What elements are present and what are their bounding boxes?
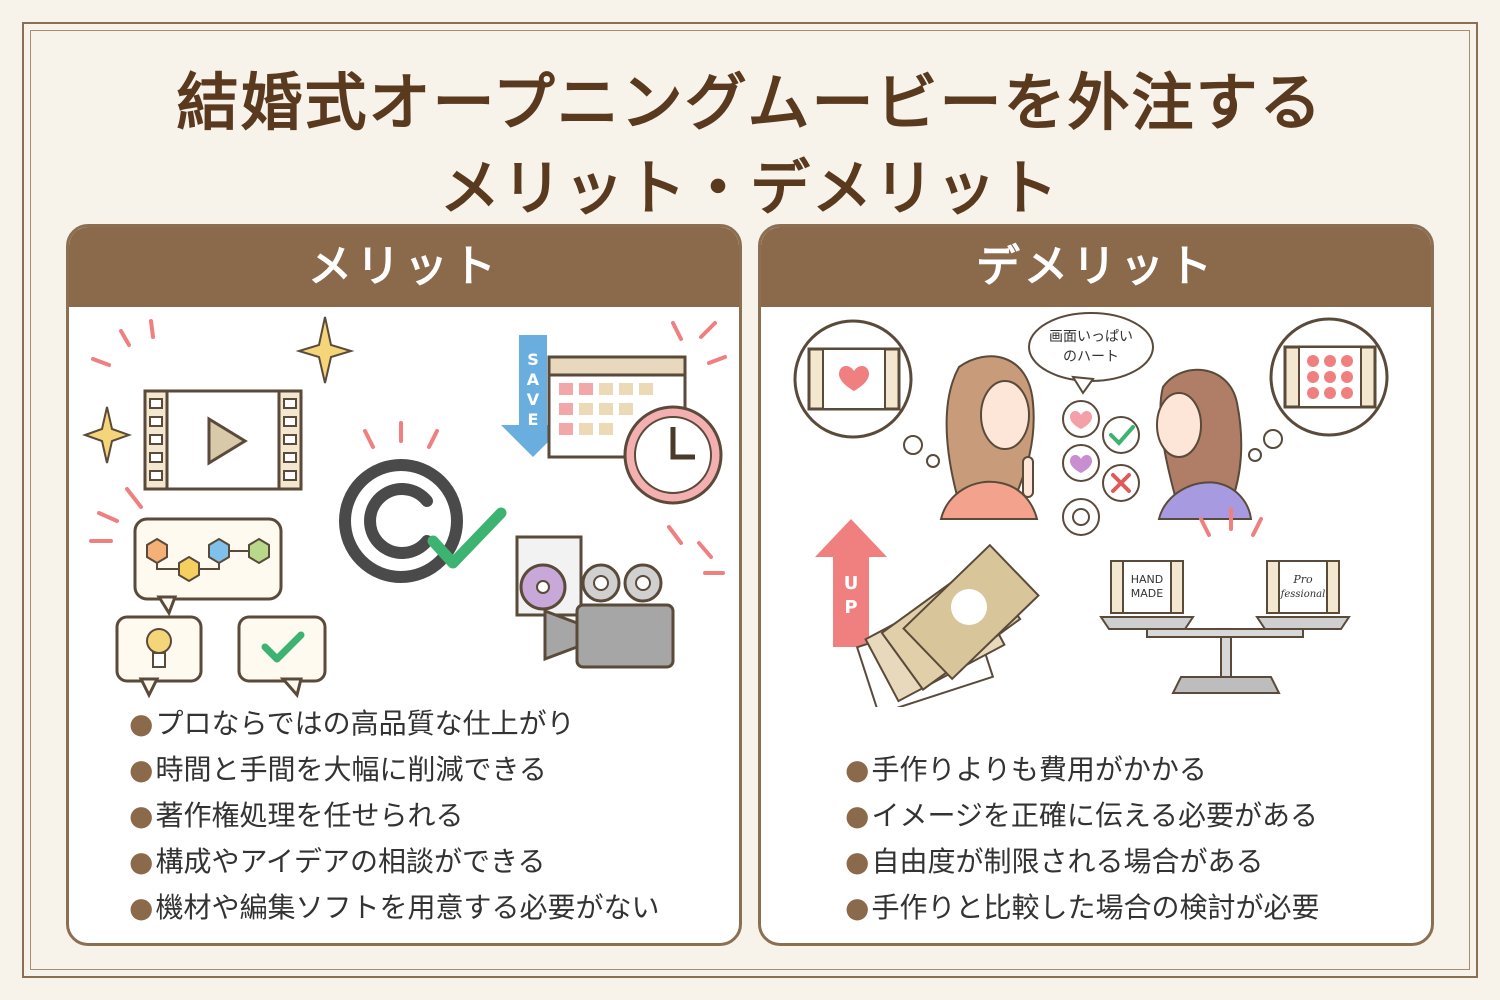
woman-right-illustration xyxy=(1156,368,1253,520)
video-film-icon xyxy=(143,389,303,491)
emphasis-rays xyxy=(1199,507,1263,537)
flowchart-bubble-icon xyxy=(133,517,283,617)
speech-text: 画面いっぱい xyxy=(1049,329,1133,345)
handmade-text: MADE xyxy=(1131,587,1163,600)
demerit-item: 手作りよりも費用がかかる xyxy=(845,747,1319,793)
save-letter: A xyxy=(527,370,540,389)
lightbulb-bubble-icon xyxy=(115,615,203,699)
merit-item: 機材や編集ソフトを用意する必要がない xyxy=(129,885,659,931)
cost-up-arrow-icon: U P xyxy=(815,519,887,647)
merit-heading: メリット xyxy=(69,227,739,307)
sparkle-icon xyxy=(81,406,133,464)
merit-item: 構成やアイデアの相談ができる xyxy=(129,839,659,885)
demerit-panel: デメリット 画面いっぱい のハート xyxy=(758,224,1434,946)
emphasis-rays xyxy=(89,319,155,543)
demerit-item: イメージを正確に伝える必要がある xyxy=(845,793,1319,839)
page-subtitle: メリット・デメリット xyxy=(440,154,1060,224)
demerit-item: 自由度が制限される場合がある xyxy=(845,839,1319,885)
up-letter: P xyxy=(844,597,857,618)
merit-panel: メリット xyxy=(66,224,742,946)
clock-icon xyxy=(623,405,723,505)
save-letter: E xyxy=(528,410,539,429)
demerit-heading: デメリット xyxy=(761,227,1431,307)
professional-text: Pro xyxy=(1292,573,1313,586)
check-bubble-icon xyxy=(237,615,327,699)
calendar-icon xyxy=(547,355,687,459)
merit-item: プロならではの高品質な仕上がり xyxy=(129,701,659,747)
thought-bubble-hearts-film xyxy=(1248,317,1389,462)
speech-text: のハート xyxy=(1063,349,1119,365)
save-letter: S xyxy=(527,350,539,369)
merit-item: 時間と手間を大幅に削減できる xyxy=(129,747,659,793)
demerit-illustration: 画面いっぱい のハート xyxy=(793,312,1389,707)
woman-left-illustration xyxy=(939,355,1039,520)
demerit-list: 手作りよりも費用がかかる イメージを正確に伝える必要がある 自由度が制限される場… xyxy=(845,747,1319,931)
handmade-text: HAND xyxy=(1131,573,1164,586)
outer-frame xyxy=(22,22,1478,978)
page-title: 結婚式オープニングムービーを外注する xyxy=(176,66,1324,139)
emphasis-rays xyxy=(667,525,725,575)
save-letter: V xyxy=(527,390,540,409)
demerit-item: 手作りと比較した場合の検討が必要 xyxy=(845,885,1319,931)
merit-item: 著作権処理を任せられる xyxy=(129,793,659,839)
thought-bubble-heart-film xyxy=(793,319,940,468)
emphasis-rays xyxy=(363,421,439,449)
copyright-icon xyxy=(339,459,507,583)
sparkle-icon xyxy=(295,316,355,384)
merit-list: プロならではの高品質な仕上がり 時間と手間を大幅に削減できる 著作権処理を任せら… xyxy=(129,701,659,931)
emphasis-rays xyxy=(671,321,727,365)
professional-text: fessional xyxy=(1280,589,1326,600)
reaction-icons xyxy=(1062,400,1140,536)
money-bills-icon xyxy=(855,543,1040,707)
inner-frame xyxy=(30,30,1470,970)
balance-scale-icon: HAND MADE Pro fessional xyxy=(1099,560,1351,694)
merit-illustration: S A V E xyxy=(81,316,727,699)
speech-bubble: 画面いっぱい のハート xyxy=(1028,312,1154,395)
up-letter: U xyxy=(844,573,859,594)
video-camera-icon xyxy=(515,535,675,669)
